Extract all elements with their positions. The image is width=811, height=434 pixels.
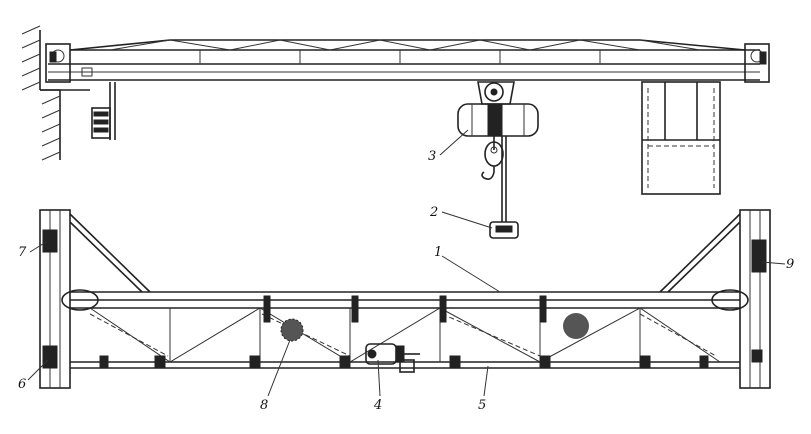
end-braces [69, 213, 741, 293]
building-wall [21, 25, 90, 161]
label-8: 8 [260, 398, 268, 413]
operator-cabin [641, 81, 721, 195]
label-2: 2 [429, 205, 438, 220]
wall-bracket [91, 82, 116, 140]
bridge-girder-side [48, 39, 760, 81]
auxiliary-truss [70, 295, 740, 369]
end-beam-right [739, 209, 771, 389]
travel-drive [365, 343, 420, 373]
end-beam-left [39, 209, 71, 389]
electric-hoist [457, 81, 539, 222]
plan-view [39, 209, 771, 389]
pendant-control [489, 221, 519, 239]
leader-lines [27, 129, 786, 397]
label-6: 6 [18, 377, 26, 392]
main-girder [61, 289, 749, 311]
walkway-grating [280, 313, 589, 342]
label-3: 3 [428, 149, 436, 164]
label-4: 4 [373, 398, 382, 413]
label-9: 9 [786, 257, 794, 272]
end-carriage-left-side [45, 43, 93, 83]
label-1: 1 [434, 245, 442, 260]
label-5: 5 [478, 398, 486, 413]
side-elevation [21, 25, 770, 239]
label-7: 7 [18, 245, 27, 260]
callout-labels: 3 2 1 4 5 6 7 8 9 [18, 149, 794, 413]
end-carriage-right-side [744, 43, 770, 83]
